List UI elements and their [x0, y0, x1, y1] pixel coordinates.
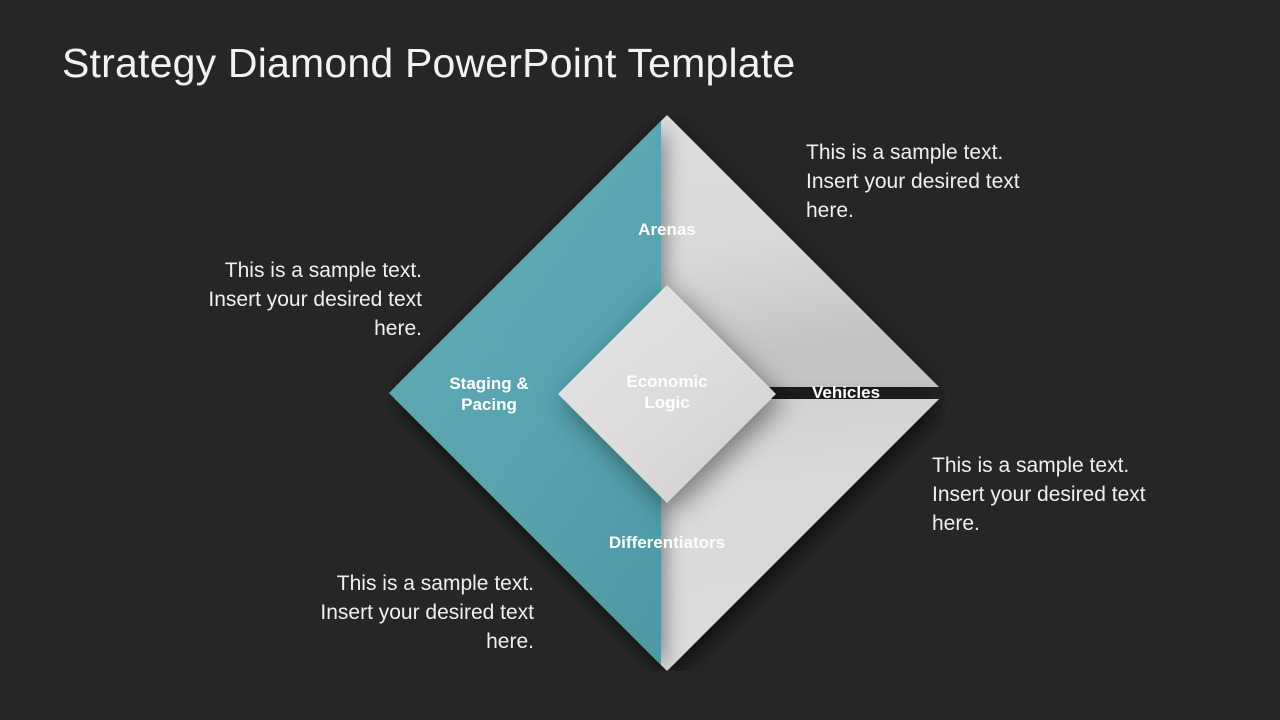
callout-text-bottom-left: This is a sample text. Insert your desir… [320, 572, 534, 653]
diamond-center-economic-logic[interactable] [558, 285, 776, 503]
diamond-shapes [389, 115, 939, 671]
page-title: Strategy Diamond PowerPoint Template [62, 40, 796, 86]
diamond-quadrant-staging-pacing[interactable] [389, 121, 661, 665]
callout-text-top-right: This is a sample text. Insert your desir… [806, 141, 1020, 222]
callout-text-left: This is a sample text. Insert your desir… [208, 259, 422, 340]
callout-text-bottom-right: This is a sample text. Insert your desir… [932, 454, 1146, 535]
